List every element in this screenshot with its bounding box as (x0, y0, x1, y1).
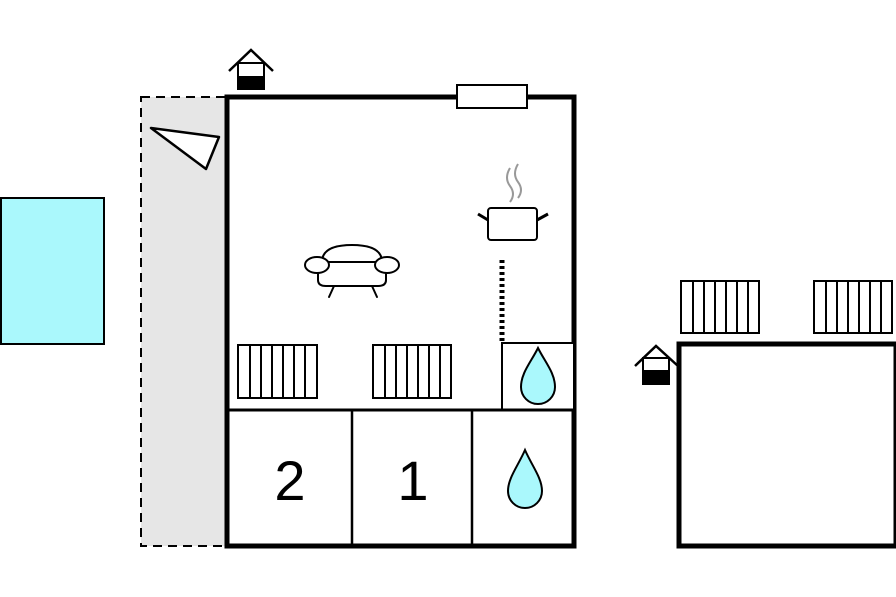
entrance-icon (634, 344, 679, 385)
bedroom-2-label: 2 (274, 449, 305, 512)
pool (0, 197, 105, 345)
terrace (140, 96, 228, 547)
water-drop-icon (506, 447, 544, 509)
window-icon (456, 84, 528, 109)
water-drop-icon (519, 345, 557, 405)
garden-light-icon (149, 126, 221, 171)
radiator-icon (237, 344, 318, 399)
radiator-icon (813, 280, 893, 334)
radiator-icon (372, 344, 452, 399)
cooking-pot-icon (477, 163, 549, 241)
annex-building (676, 341, 896, 549)
bedroom-1-label: 1 (397, 449, 428, 512)
radiator-icon (680, 280, 760, 334)
entrance-icon (228, 48, 274, 90)
sofa-icon (304, 243, 400, 298)
